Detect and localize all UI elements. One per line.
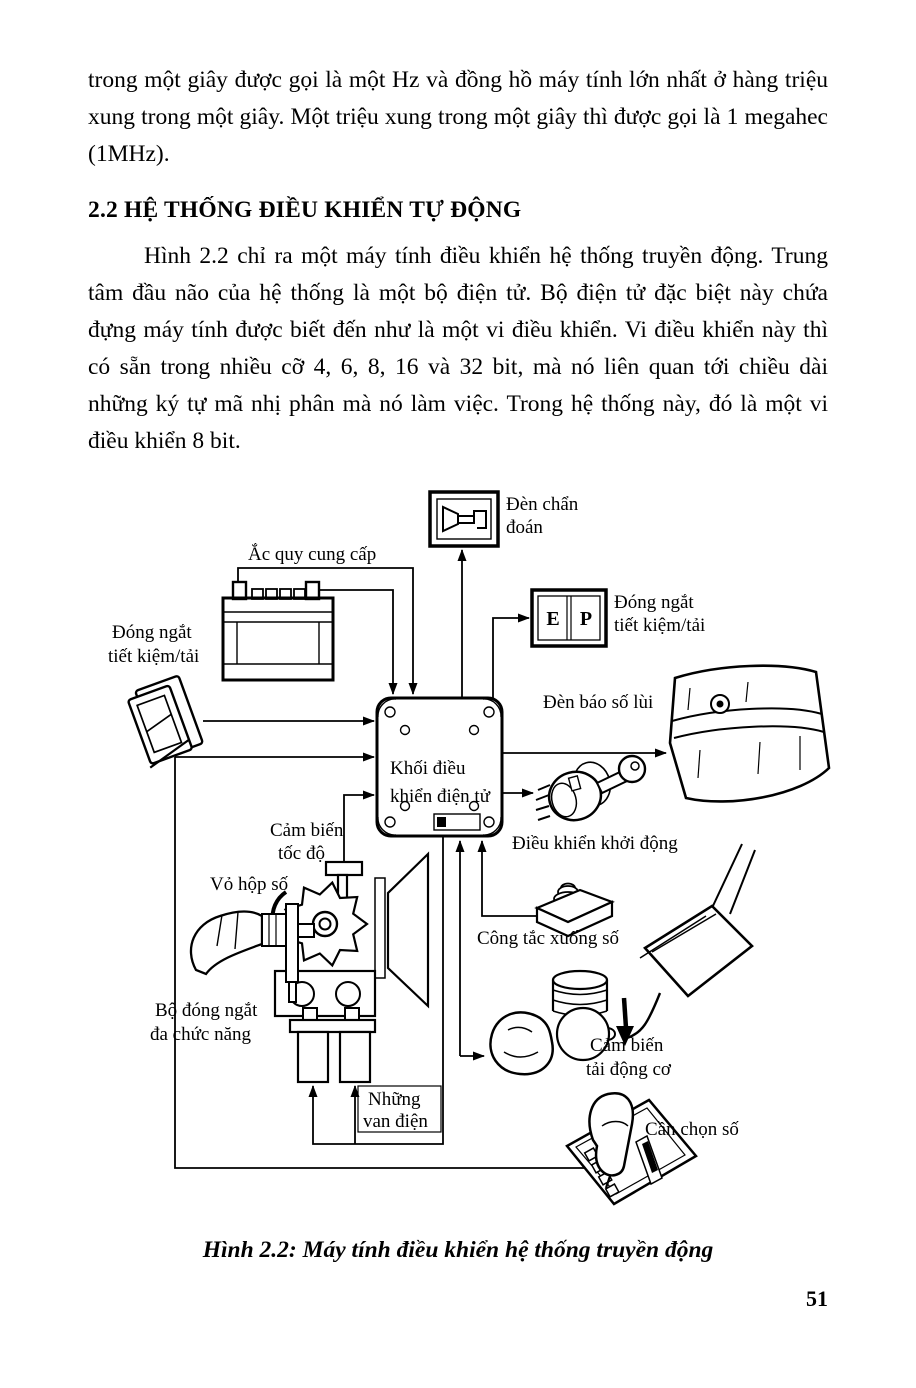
ep-letter-e: E: [546, 608, 559, 630]
lamp-icon: [442, 505, 487, 533]
label-solenoid-valves: Những: [368, 1089, 421, 1110]
label-economy-switch: Đóng ngắt: [112, 622, 192, 643]
engine-load-sensor: [489, 969, 611, 1076]
multifunction-switch: [189, 903, 315, 1003]
ecu-connector-pin: [437, 817, 446, 827]
transmission-control-diagram: Đèn chẩn đoán Ắc quy cung cấp: [108, 490, 831, 1206]
figure-2-2: Đèn chẩn đoán Ắc quy cung cấp: [100, 478, 860, 1223]
label-load-sensor: Cảm biến: [590, 1035, 664, 1056]
economy-rocker-switch: [127, 675, 204, 769]
speed-sensor: [324, 860, 364, 901]
label-gearbox-housing: Vỏ hộp số: [210, 874, 289, 895]
label-economy-switch-2: tiết kiệm/tải: [108, 646, 199, 667]
wires: [174, 549, 667, 1169]
label-reverse-lamp: Đèn báo số lùi: [543, 692, 653, 713]
label-multifunction-2: đa chức năng: [150, 1024, 252, 1045]
label-speed-sensor: Cảm biến: [270, 820, 344, 841]
wire-left-loop-down: [174, 757, 598, 1169]
ecu-label-2: khiển điện tử: [390, 786, 491, 807]
label-load-sensor-2: tải động cơ: [586, 1059, 672, 1080]
label-speed-sensor-2: tốc độ: [278, 843, 325, 864]
label-diagnostic-lamp: Đèn chẩn: [506, 494, 579, 515]
label-diagnostic-lamp-2: đoán: [506, 517, 543, 538]
ignition-switch: [535, 754, 647, 822]
label-battery: Ắc quy cung cấp: [248, 543, 376, 565]
figure-caption: Hình 2.2: Máy tính điều khiển hệ thống t…: [202, 1237, 714, 1263]
wire-ecu-to-valves: [308, 836, 444, 1145]
wire-kickdown-to-ecu: [477, 840, 537, 917]
wire-ecu-to-ep-display: [492, 613, 530, 698]
solenoid-valves: [288, 1007, 377, 1084]
label-economy-display: Đóng ngắt: [614, 592, 694, 613]
label-economy-display-2: tiết kiệm/tải: [614, 615, 705, 636]
gear-selector: [565, 1091, 698, 1206]
diagnostic-lamp: [428, 490, 500, 548]
economy-power-display: E P: [530, 588, 608, 648]
label-multifunction: Bộ đóng ngắt: [155, 1000, 258, 1021]
reverse-lamp: [668, 664, 831, 803]
kickdown-switch: [534, 882, 615, 938]
label-gear-selector: Cần chọn số: [645, 1119, 739, 1140]
wire-speed-sensor-to-ecu: [343, 790, 375, 862]
label-ignition: Điều khiển khởi động: [512, 833, 678, 854]
section-heading: 2.2 HỆ THỐNG ĐIỀU KHIỂN TỰ ĐỘNG: [88, 197, 522, 223]
ecu-box: Khối điều khiển điện tử: [375, 696, 504, 838]
paragraph-section: Hình 2.2 chỉ ra một máy tính điều khiển …: [88, 243, 828, 454]
wire-battery-right-to-ecu: [319, 589, 398, 695]
paragraph-continued: trong một giây được gọi là một Hz và đồn…: [88, 67, 828, 167]
page-number: 51: [806, 1286, 828, 1311]
wire-battery-left-to-ecu: [237, 567, 418, 695]
ep-letter-p: P: [580, 608, 592, 630]
valve-label-box: [357, 1085, 442, 1133]
accelerator-pedal: [598, 843, 756, 1046]
label-kickdown: Công tắc xuống số: [477, 928, 619, 949]
ecu-label: Khối điều: [390, 758, 466, 779]
battery: [221, 580, 335, 682]
label-solenoid-valves-2: van điện: [363, 1111, 428, 1132]
